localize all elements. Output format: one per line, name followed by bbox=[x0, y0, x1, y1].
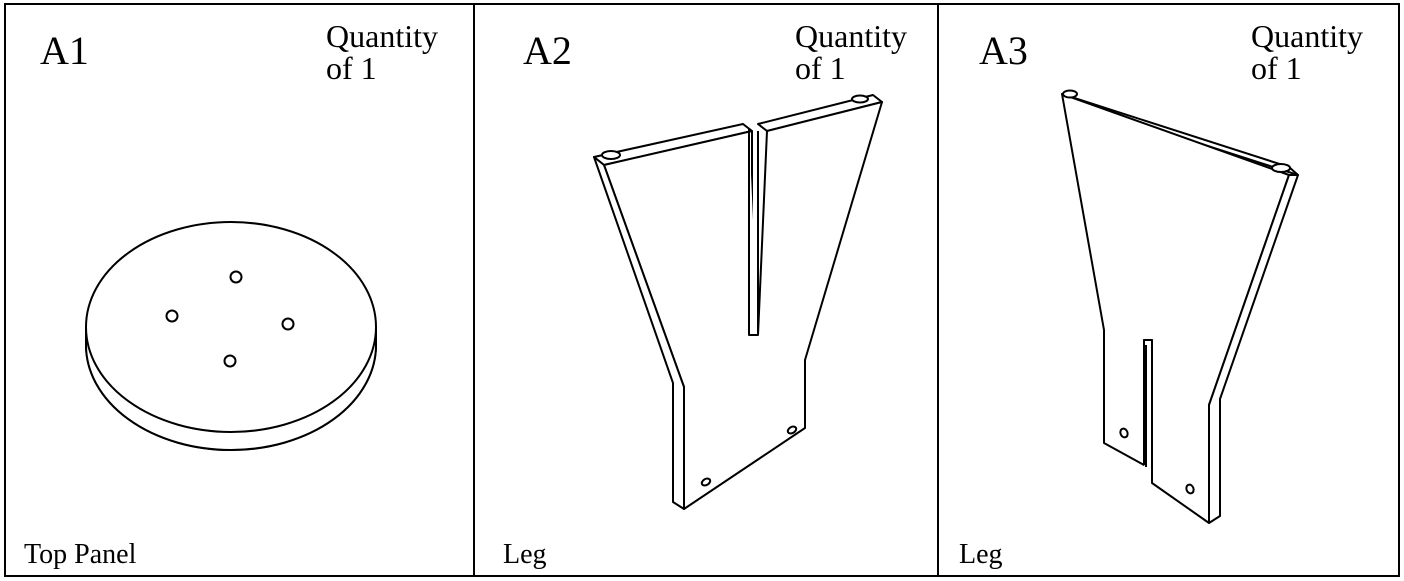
hole bbox=[1119, 427, 1129, 439]
leg-a3-drawing bbox=[1061, 89, 1299, 524]
quantity-word: Quantity bbox=[1251, 18, 1363, 54]
part-id: A2 bbox=[523, 28, 572, 73]
quantity-label: Quantity of 1 bbox=[795, 20, 907, 84]
top-panel-drawing bbox=[85, 221, 377, 451]
quantity-word: Quantity bbox=[326, 18, 438, 54]
part-name: Leg bbox=[959, 539, 1003, 570]
hole bbox=[229, 270, 243, 284]
hole bbox=[1185, 483, 1195, 495]
quantity-value: of 1 bbox=[1251, 50, 1302, 86]
parts-sheet: A1 Quantity of 1 Top Panel A2 Quantity o… bbox=[4, 3, 1400, 577]
part-name: Top Panel bbox=[24, 539, 137, 570]
leg-side-face bbox=[1208, 174, 1299, 524]
hole bbox=[165, 309, 179, 323]
leg-side-face bbox=[593, 156, 685, 510]
leg-a2-drawing bbox=[593, 94, 883, 510]
part-panel-a1: A1 Quantity of 1 Top Panel bbox=[6, 5, 475, 575]
part-id: A3 bbox=[979, 28, 1028, 73]
quantity-value: of 1 bbox=[326, 50, 377, 86]
quantity-value: of 1 bbox=[795, 50, 846, 86]
hole bbox=[700, 477, 712, 487]
dowel bbox=[1271, 163, 1291, 173]
disc-top bbox=[85, 221, 377, 433]
quantity-word: Quantity bbox=[795, 18, 907, 54]
hole bbox=[223, 354, 237, 368]
part-id: A1 bbox=[40, 28, 89, 73]
part-panel-a2: A2 Quantity of 1 Leg bbox=[475, 5, 939, 575]
dowel bbox=[851, 94, 869, 104]
hole bbox=[786, 425, 798, 435]
part-panel-a3: A3 Quantity of 1 Leg bbox=[939, 5, 1400, 575]
slot-edge bbox=[748, 128, 758, 336]
dowel bbox=[601, 150, 621, 160]
part-name: Leg bbox=[503, 539, 547, 570]
quantity-label: Quantity of 1 bbox=[326, 20, 438, 84]
dowel bbox=[1062, 89, 1078, 99]
hole bbox=[281, 317, 295, 331]
quantity-label: Quantity of 1 bbox=[1251, 20, 1363, 84]
